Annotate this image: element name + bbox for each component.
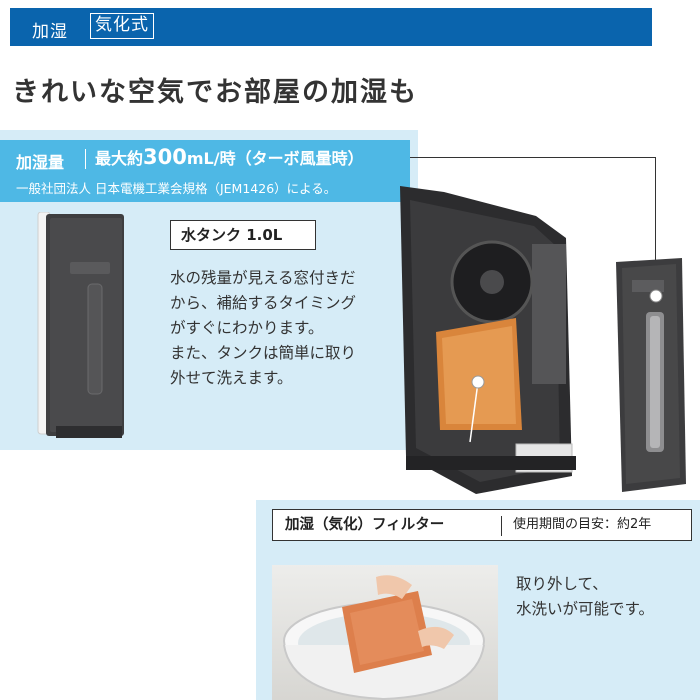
tank-description: 水の残量が見える窓付きだ から、補給するタイミング がすぐにわかります。 また、… xyxy=(170,266,400,391)
wash-description: 取り外して、 水洗いが可能です。 xyxy=(516,572,654,622)
tank-line: がすぐにわかります。 xyxy=(170,319,324,337)
tank-line: また、タンクは簡単に取り xyxy=(170,344,357,362)
tank-line: 水の残量が見える窓付きだ xyxy=(170,269,356,287)
purifier-side-illustration xyxy=(37,212,124,438)
header-label: 加湿 xyxy=(32,22,68,42)
filter-name: 加湿（気化）フィルター xyxy=(285,517,445,533)
filter-washing-photo xyxy=(272,565,498,700)
capacity-divider xyxy=(85,149,86,169)
tank-line: から、補給するタイミング xyxy=(170,294,357,312)
filter-life: 使用期間の目安：約2年 xyxy=(513,517,652,532)
capacity-bar: 加湿量 最大約300mL/時（ターボ風量時） 一般社団法人 日本電機工業会規格（… xyxy=(0,140,410,202)
wash-line: 取り外して、 xyxy=(516,575,608,593)
header-bar: 加湿 気化式 xyxy=(10,8,652,46)
leader-line-horizontal xyxy=(410,157,656,158)
water-tank-illustration xyxy=(616,258,686,492)
capacity-number: 300 xyxy=(143,145,187,169)
header-boxed-label: 気化式 xyxy=(90,13,154,39)
page-title: きれいな空気でお部屋の加湿も xyxy=(12,77,418,108)
capacity-label: 加湿量 xyxy=(16,153,65,172)
capacity-value: 最大約300mL/時（ターボ風量時） xyxy=(95,145,364,169)
filter-label: 加湿（気化）フィルター 使用期間の目安：約2年 xyxy=(272,509,692,541)
capacity-prefix: 最大約 xyxy=(95,149,144,168)
wash-line: 水洗いが可能です。 xyxy=(516,600,654,618)
tank-line: 外せて洗えます。 xyxy=(170,369,293,387)
capacity-note: 一般社団法人 日本電機工業会規格（JEM1426）による。 xyxy=(16,181,337,196)
purifier-interior-illustration xyxy=(400,186,576,494)
tank-label: 水タンク 1.0L xyxy=(170,220,316,250)
filter-separator xyxy=(501,516,502,536)
leader-line-vertical xyxy=(655,157,656,293)
capacity-suffix: mL/時（ターボ風量時） xyxy=(186,149,364,168)
